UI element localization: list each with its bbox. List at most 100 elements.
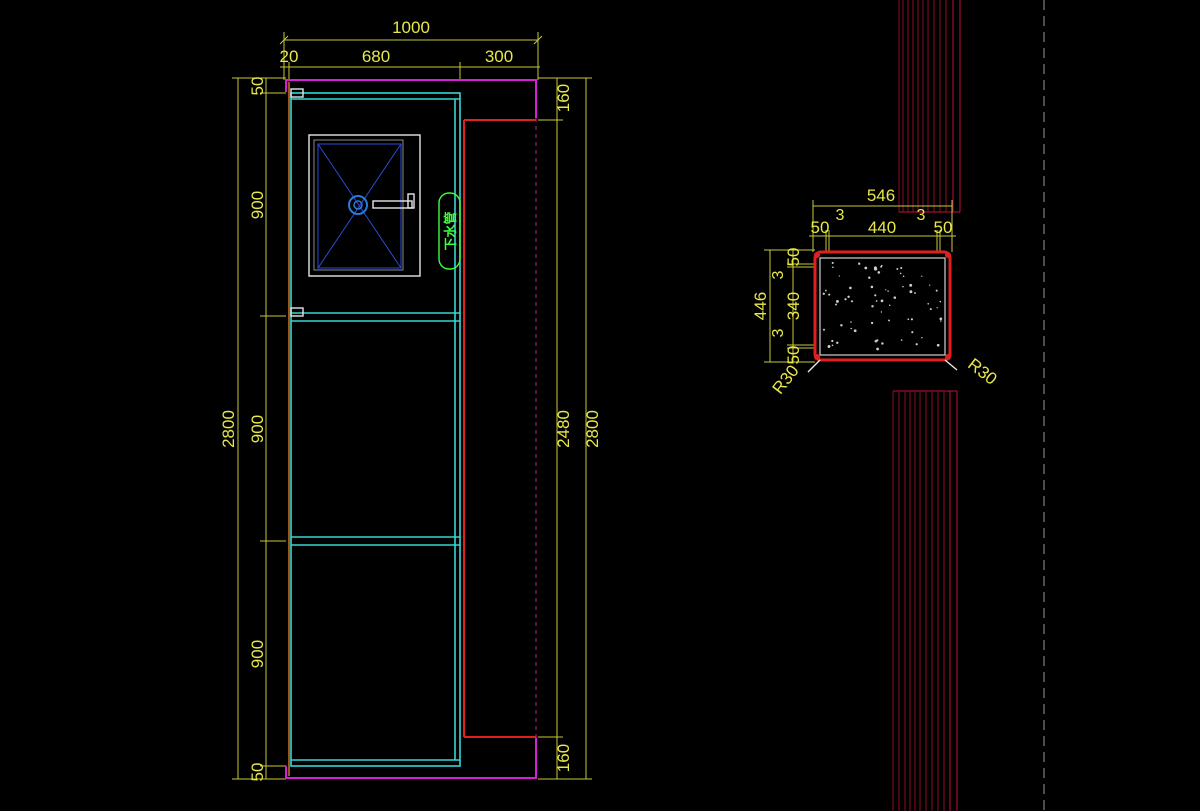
dim-right-bottom: 160 [554,744,573,772]
dim-total-width: 1000 [392,18,430,37]
stone-speckle [900,266,903,270]
stone-speckle [831,261,834,264]
sec-dim-gap-top: 3 [770,270,787,279]
dim-left-seg2: 900 [248,415,267,443]
stone-speckle [822,328,826,331]
stone-speckle [836,341,839,344]
stone-speckle [910,318,914,321]
stone-speckle [893,296,897,299]
sec-dim-height-top: 50 [784,248,803,267]
stone-speckle [899,272,902,275]
stone-speckle [832,266,834,268]
stone-speckle [911,331,914,334]
dim-right-top: 160 [554,84,573,112]
stone-speckle [827,345,831,348]
elevation-right-dimensions: 160 2480 2800 160 [538,77,602,780]
dim-cabinet-width: 680 [362,47,390,66]
stone-speckle [880,265,883,268]
stone-speckle [909,283,913,287]
dim-left-top: 50 [248,77,267,96]
stone-speckle [835,303,837,306]
stone-speckle [936,307,938,309]
sec-dim-height-bottom: 50 [784,346,803,365]
stone-speckle [887,290,889,292]
stone-speckle [881,342,884,345]
stone-speckle [896,267,899,270]
stone-speckle [850,327,852,330]
stone-speckle [875,300,878,302]
stone-speckle [835,299,839,303]
stone-speckle [870,321,874,325]
stone-speckle [840,324,843,327]
stone-speckle [885,289,887,291]
stone-speckle [914,292,916,294]
radius-right: R30 [964,355,1000,389]
pillar-lower [892,390,958,811]
stone-speckle [844,298,847,301]
pillar-upper [898,0,961,213]
stone-speckle [900,339,903,341]
stone-speckle [929,308,932,311]
dim-right-width: 300 [485,47,513,66]
stone-speckle [902,275,905,278]
stone-speckle [876,347,879,351]
dim-left-seg1: 900 [248,191,267,219]
stone-speckle [858,262,861,265]
sec-dim-right: 50 [934,218,953,237]
sec-dim-middle: 440 [868,218,896,237]
stone-speckle [935,289,938,292]
faucet-icon [372,200,413,209]
stone-speckle [936,343,940,347]
stone-speckle [907,318,910,321]
stone-speckle [921,275,923,277]
section-countertop: R30 R30 [769,250,1001,398]
stone-speckle [921,336,923,339]
stone-speckle [939,317,943,321]
stone-speckle [838,275,840,277]
pipe-label-text: 下水管 [443,211,459,250]
stone-speckle [850,321,852,323]
section-top-dimensions: 546 3 3 50 440 50 [809,186,956,252]
stone-speckle [828,293,831,296]
stone-speckle [874,294,877,297]
dim-left-bottom: 50 [248,763,267,782]
sec-dim-gap-bottom: 3 [770,328,787,337]
stone-speckle [822,292,825,295]
stone-speckle [864,266,868,270]
stone-speckle [868,276,871,279]
stone-speckle [831,339,834,343]
stone-speckle [871,305,874,308]
drain-icon [348,195,368,215]
dim-left-total: 2800 [219,410,238,448]
stone-speckle [853,329,857,333]
stone-speckle [870,285,874,289]
drain-pipe-label: 下水管 [438,192,461,270]
sec-dim-height-total: 446 [751,292,770,320]
sec-dim-gap-left: 3 [836,207,845,224]
elevation-top-dimensions: 1000 20 680 300 [280,18,543,80]
stone-speckle [915,343,918,346]
stone-speckle [939,300,942,303]
stone-speckle [902,285,904,288]
radius-left: R30 [769,361,803,397]
stone-speckle [927,302,930,305]
stone-texture [822,261,943,351]
stone-speckle [888,319,890,322]
dim-left-gap: 20 [280,47,299,66]
stone-speckle [850,300,854,303]
stone-speckle [847,295,850,299]
sec-dim-left: 50 [811,218,830,237]
stone-speckle [929,284,931,286]
sec-dim-total: 546 [867,186,895,205]
sink-basin [308,134,421,277]
dim-left-seg3: 900 [248,640,267,668]
stone-speckle [873,266,877,270]
stone-speckle [880,299,884,303]
elevation-outline [285,79,537,779]
sec-dim-gap-right: 3 [917,207,926,224]
stone-speckle [824,289,827,292]
dim-right-total: 2800 [583,410,602,448]
stone-speckle [940,320,942,322]
stone-speckle [909,290,913,294]
